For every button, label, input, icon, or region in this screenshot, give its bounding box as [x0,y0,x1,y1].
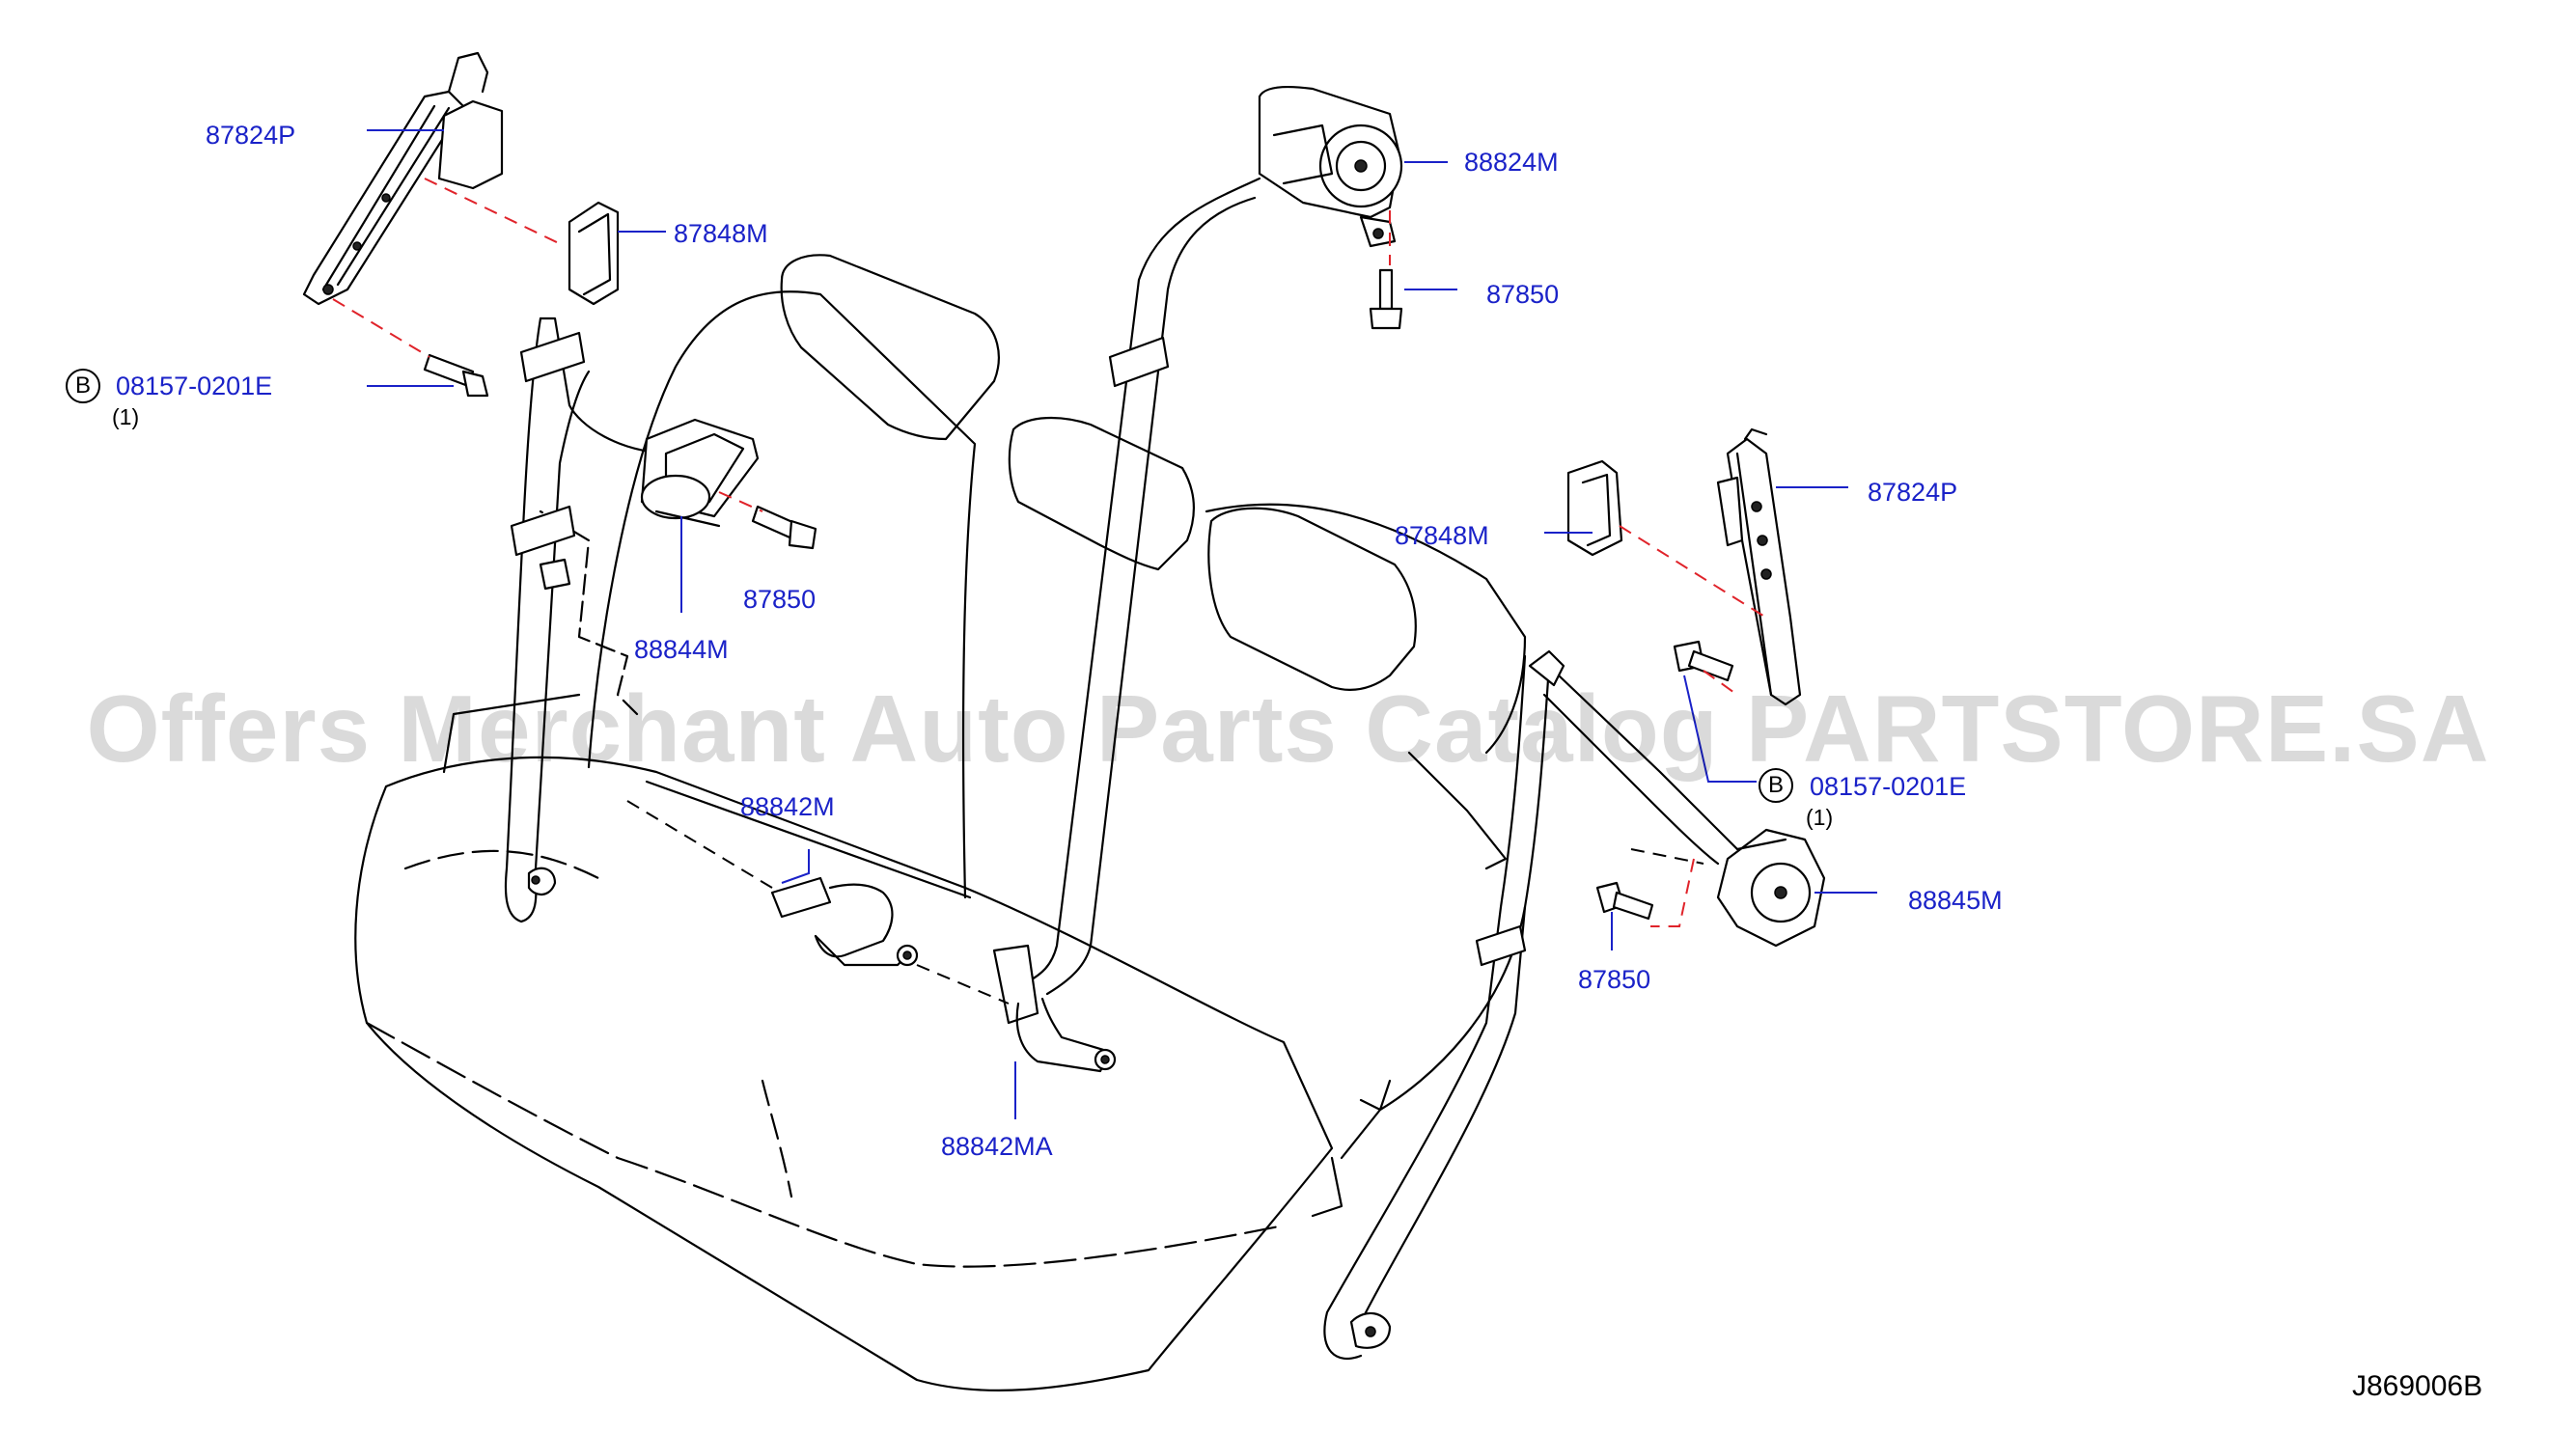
diagram-code: J869006B [2352,1370,2483,1402]
bolt-87850-top-shape [1369,268,1403,330]
clip-87848m-right-shape [1566,459,1623,557]
qty-08157-left: (1) [112,404,140,429]
clip-87848m-left-shape [568,201,620,306]
callout-87850-top[interactable]: 87850 [1486,280,1560,309]
headrest-center [1008,417,1195,571]
callout-87824p-left[interactable]: 87824P [206,121,296,150]
callout-08157-0201e-left[interactable]: 08157-0201E [116,372,273,400]
qty-08157-right: (1) [1806,805,1834,830]
leader-lines [367,129,1877,1119]
callout-88824m[interactable]: 88824M [1464,148,1559,177]
right-belt-webbing [1323,649,1739,1361]
callout-87848m-right[interactable]: 87848M [1395,521,1489,550]
callout-87850-right[interactable]: 87850 [1578,965,1651,994]
bolt-87850-left-shape [751,505,817,550]
center-belt-webbing [992,177,1261,1025]
callout-87824p-right[interactable]: 87824P [1868,478,1958,507]
retractor-88844m-shape [640,418,760,528]
bracket-87824p-right-shape [1716,427,1802,706]
bolt-08157-right-shape [1673,640,1734,682]
callout-88845m[interactable]: 88845M [1908,886,2003,915]
left-belt-webbing [504,317,678,923]
watermark-text: Offers Merchant Auto Parts Catalog PARTS… [86,675,2490,782]
retractor-88824m-shape [1258,86,1403,248]
buckle-88842m-shape [770,876,919,967]
seat-back-right-outline [1205,503,1527,1218]
retractor-88845m-shape [1716,828,1826,948]
bolt-87850-right-shape [1595,881,1654,921]
bracket-87824p-left-shape [302,51,504,306]
headrest-right [1207,507,1417,691]
callout-88842m[interactable]: 88842M [740,792,835,821]
bolt-08157-left-shape [423,353,489,398]
callout-87848m-left[interactable]: 87848M [674,219,768,248]
badge-b-right: B [1759,768,1793,803]
seat-back-left-outline [539,290,977,899]
callout-88842ma[interactable]: 88842MA [941,1132,1053,1161]
buckle-88842ma-shape [1015,997,1117,1073]
callout-88844m[interactable]: 88844M [634,635,729,664]
seat-cushion-outline [354,693,1334,1391]
badge-b-left: B [66,369,100,403]
headrest-left [780,254,1000,441]
callout-87850-left[interactable]: 87850 [743,585,817,614]
callout-08157-0201e-right[interactable]: 08157-0201E [1810,772,1967,801]
alignment-dash-lines [332,178,1767,1005]
